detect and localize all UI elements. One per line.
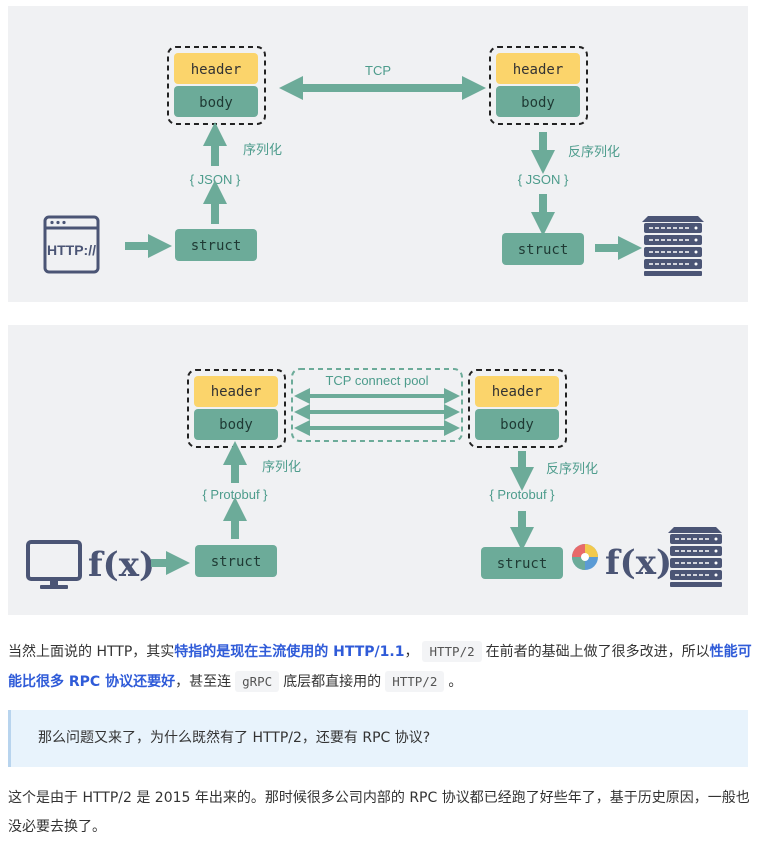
right-header-label: header — [492, 384, 543, 400]
server-icon — [668, 527, 722, 587]
right-struct-label: struct — [497, 556, 548, 572]
right-struct-label: struct — [518, 242, 569, 258]
left-body-box — [174, 86, 258, 117]
paragraph-text: 当然上面说的 HTTP，其实 — [8, 644, 175, 660]
paragraph-text: 。 — [448, 674, 463, 690]
highlight-http11: 特指的是现在主流使用的 HTTP/1.1 — [174, 644, 405, 660]
svg-text:HTTP://: HTTP:// — [47, 242, 96, 258]
paragraph-text: 在前者的基础上做了很多改进，所以 — [485, 644, 710, 660]
right-body-label: body — [500, 417, 534, 433]
paragraph-text: ， — [404, 644, 419, 660]
left-struct-label: struct — [211, 554, 262, 570]
blockquote-text: 那么问题又来了，为什么既然有了 HTTP/2，还要有 RPC 协议? — [38, 730, 431, 746]
server-icon — [642, 216, 704, 276]
inline-code-grpc: gRPC — [235, 671, 280, 692]
rpc-diagram-svg: header body TCP connect pool header body… — [26, 368, 722, 589]
right-body-box — [475, 409, 559, 440]
tcp-label: TCP — [365, 63, 391, 78]
right-header-label: header — [513, 62, 564, 78]
connection-pool-frame — [291, 368, 463, 442]
serialize-label: 序列化 — [262, 459, 301, 474]
right-header-box — [475, 376, 559, 407]
deserialize-label: 反序列化 — [568, 144, 620, 159]
left-body-box — [194, 409, 278, 440]
right-message-group: header body — [489, 46, 588, 125]
right-struct-box — [481, 547, 563, 579]
http-diagram-svg: header body header body TCP 序列化 { JSON }… — [43, 46, 704, 276]
left-header-box — [174, 53, 258, 84]
colorful-ball-icon — [572, 544, 598, 570]
right-message-frame — [489, 46, 588, 125]
paragraph-history: 这个是由于 HTTP/2 是 2015 年出来的。那时候很多公司内部的 RPC … — [8, 790, 750, 835]
right-header-box — [496, 53, 580, 84]
monitor-icon — [26, 540, 82, 589]
inline-code-http2: HTTP/2 — [385, 671, 445, 692]
right-function-icon: f(x) — [605, 543, 672, 583]
right-message-group: header body — [468, 369, 567, 448]
left-format-label: { JSON } — [190, 172, 241, 187]
deserialize-label: 反序列化 — [546, 461, 598, 476]
left-header-label: header — [191, 62, 242, 78]
right-body-label: body — [521, 95, 555, 111]
left-body-label: body — [199, 95, 233, 111]
left-struct-label: struct — [191, 238, 242, 254]
http-browser-icon: HTTP:// — [43, 215, 100, 274]
blockquote: 那么问题又来了，为什么既然有了 HTTP/2，还要有 RPC 协议? — [8, 710, 748, 767]
connection-pool-label: TCP connect pool — [325, 373, 428, 388]
inline-code-http2: HTTP/2 — [422, 641, 482, 662]
left-message-group: header body — [187, 369, 286, 448]
rpc-diagram: header body TCP connect pool header body… — [8, 325, 748, 615]
left-struct-box — [195, 545, 277, 577]
highlight-performance: 性能可能比很多 RPC 协议还要好 — [8, 644, 752, 690]
right-format-label: { Protobuf } — [489, 487, 555, 502]
left-header-label: header — [211, 384, 262, 400]
left-format-label: { Protobuf } — [202, 487, 268, 502]
right-struct-box — [502, 233, 584, 265]
right-message-frame — [468, 369, 567, 448]
paragraph-text: 底层都直接用的 — [283, 674, 382, 690]
serialize-label: 序列化 — [243, 142, 282, 157]
left-body-label: body — [219, 417, 253, 433]
paragraph-text: ，甚至连 — [175, 674, 232, 690]
http-diagram: header body header body TCP 序列化 { JSON }… — [8, 6, 748, 302]
left-function-icon: f(x) — [88, 545, 155, 585]
right-format-label: { JSON } — [518, 172, 569, 187]
left-header-box — [194, 376, 278, 407]
left-struct-box — [175, 229, 257, 261]
left-message-group: header body — [167, 46, 266, 125]
right-body-box — [496, 86, 580, 117]
paragraph-http2: 当然上面说的 HTTP，其实特指的是现在主流使用的 HTTP/1.1，HTTP/… — [8, 637, 753, 697]
